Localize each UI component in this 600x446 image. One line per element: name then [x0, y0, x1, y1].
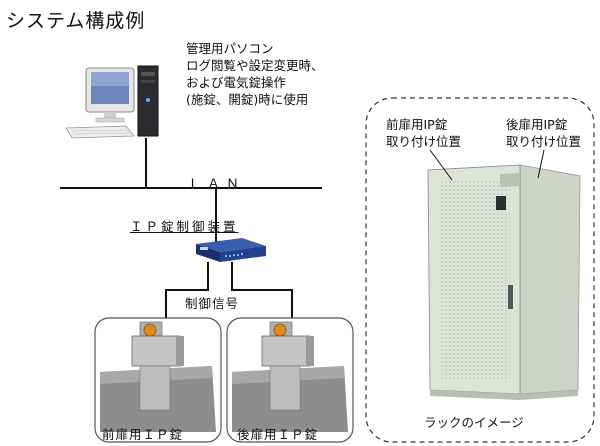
signal-line-rear — [231, 262, 293, 322]
rear-lock-label: 後扉用ＩＰ錠 — [237, 427, 319, 442]
rear-position-label-line: 取り付け位置 — [506, 134, 582, 149]
front-position-label-line: 前扉用IP錠 — [386, 117, 448, 132]
pc-description-line: および電気錠操作 — [186, 75, 287, 90]
rear-position-label-line: 後扉用IP錠 — [506, 117, 568, 132]
front-position-label: 前扉用IP錠 取り付け位置 — [386, 116, 461, 150]
lan-label: ＬＡＮ — [188, 177, 246, 192]
front-position-label-line: 取り付け位置 — [386, 134, 462, 149]
controller-label: ＩＰ錠制御装置 — [130, 219, 239, 234]
rack-cabinet — [427, 164, 581, 400]
pc-description-line: (施錠、開錠)時に使用 — [186, 92, 309, 107]
front-lock-label: 前扉用ＩＰ錠 — [102, 427, 184, 442]
rear-position-label: 後扉用IP錠 取り付け位置 — [506, 116, 581, 150]
signal-line-front — [165, 262, 209, 322]
pc-description: 管理用パソコン ログ閲覧や設定変更時、 および電気錠操作 (施錠、開錠)時に使用 — [186, 40, 324, 108]
rear-position-pointer — [537, 149, 545, 179]
rack-image-frame — [365, 97, 595, 443]
signal-label: 制御信号 — [183, 293, 242, 312]
front-lock-box — [94, 317, 222, 443]
pc-description-line: ログ閲覧や設定変更時、 — [186, 58, 324, 73]
rack-caption: ラックのイメージ — [424, 415, 524, 430]
diagram-title: システム構成例 — [6, 10, 146, 32]
rear-lock-box — [226, 317, 354, 443]
front-position-pointer — [429, 149, 453, 181]
pc-description-line: 管理用パソコン — [186, 41, 274, 56]
ip-controller-device — [196, 238, 266, 262]
pc-icon — [65, 65, 159, 139]
